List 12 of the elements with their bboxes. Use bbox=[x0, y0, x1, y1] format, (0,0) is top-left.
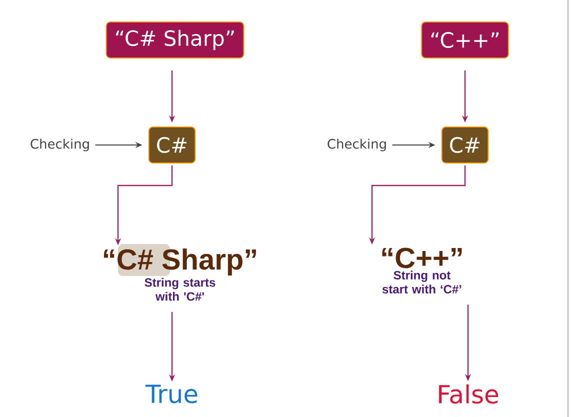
label-text: Checking bbox=[30, 138, 89, 152]
result-string: “C++” bbox=[382, 248, 462, 268]
label-text: Checking bbox=[328, 138, 386, 152]
check-box: C# bbox=[441, 126, 489, 164]
result-value: False bbox=[439, 384, 498, 404]
description-text: String starts with 'C#' bbox=[144, 278, 216, 301]
check-box: C# bbox=[148, 126, 196, 164]
result-value: True bbox=[145, 384, 198, 404]
string-box: “C++” bbox=[421, 22, 509, 58]
description-text: String not start with ‘C#’ bbox=[382, 270, 462, 294]
result-string: “C# Sharp” bbox=[104, 248, 256, 276]
string-box: “C# Sharp” bbox=[106, 22, 244, 58]
